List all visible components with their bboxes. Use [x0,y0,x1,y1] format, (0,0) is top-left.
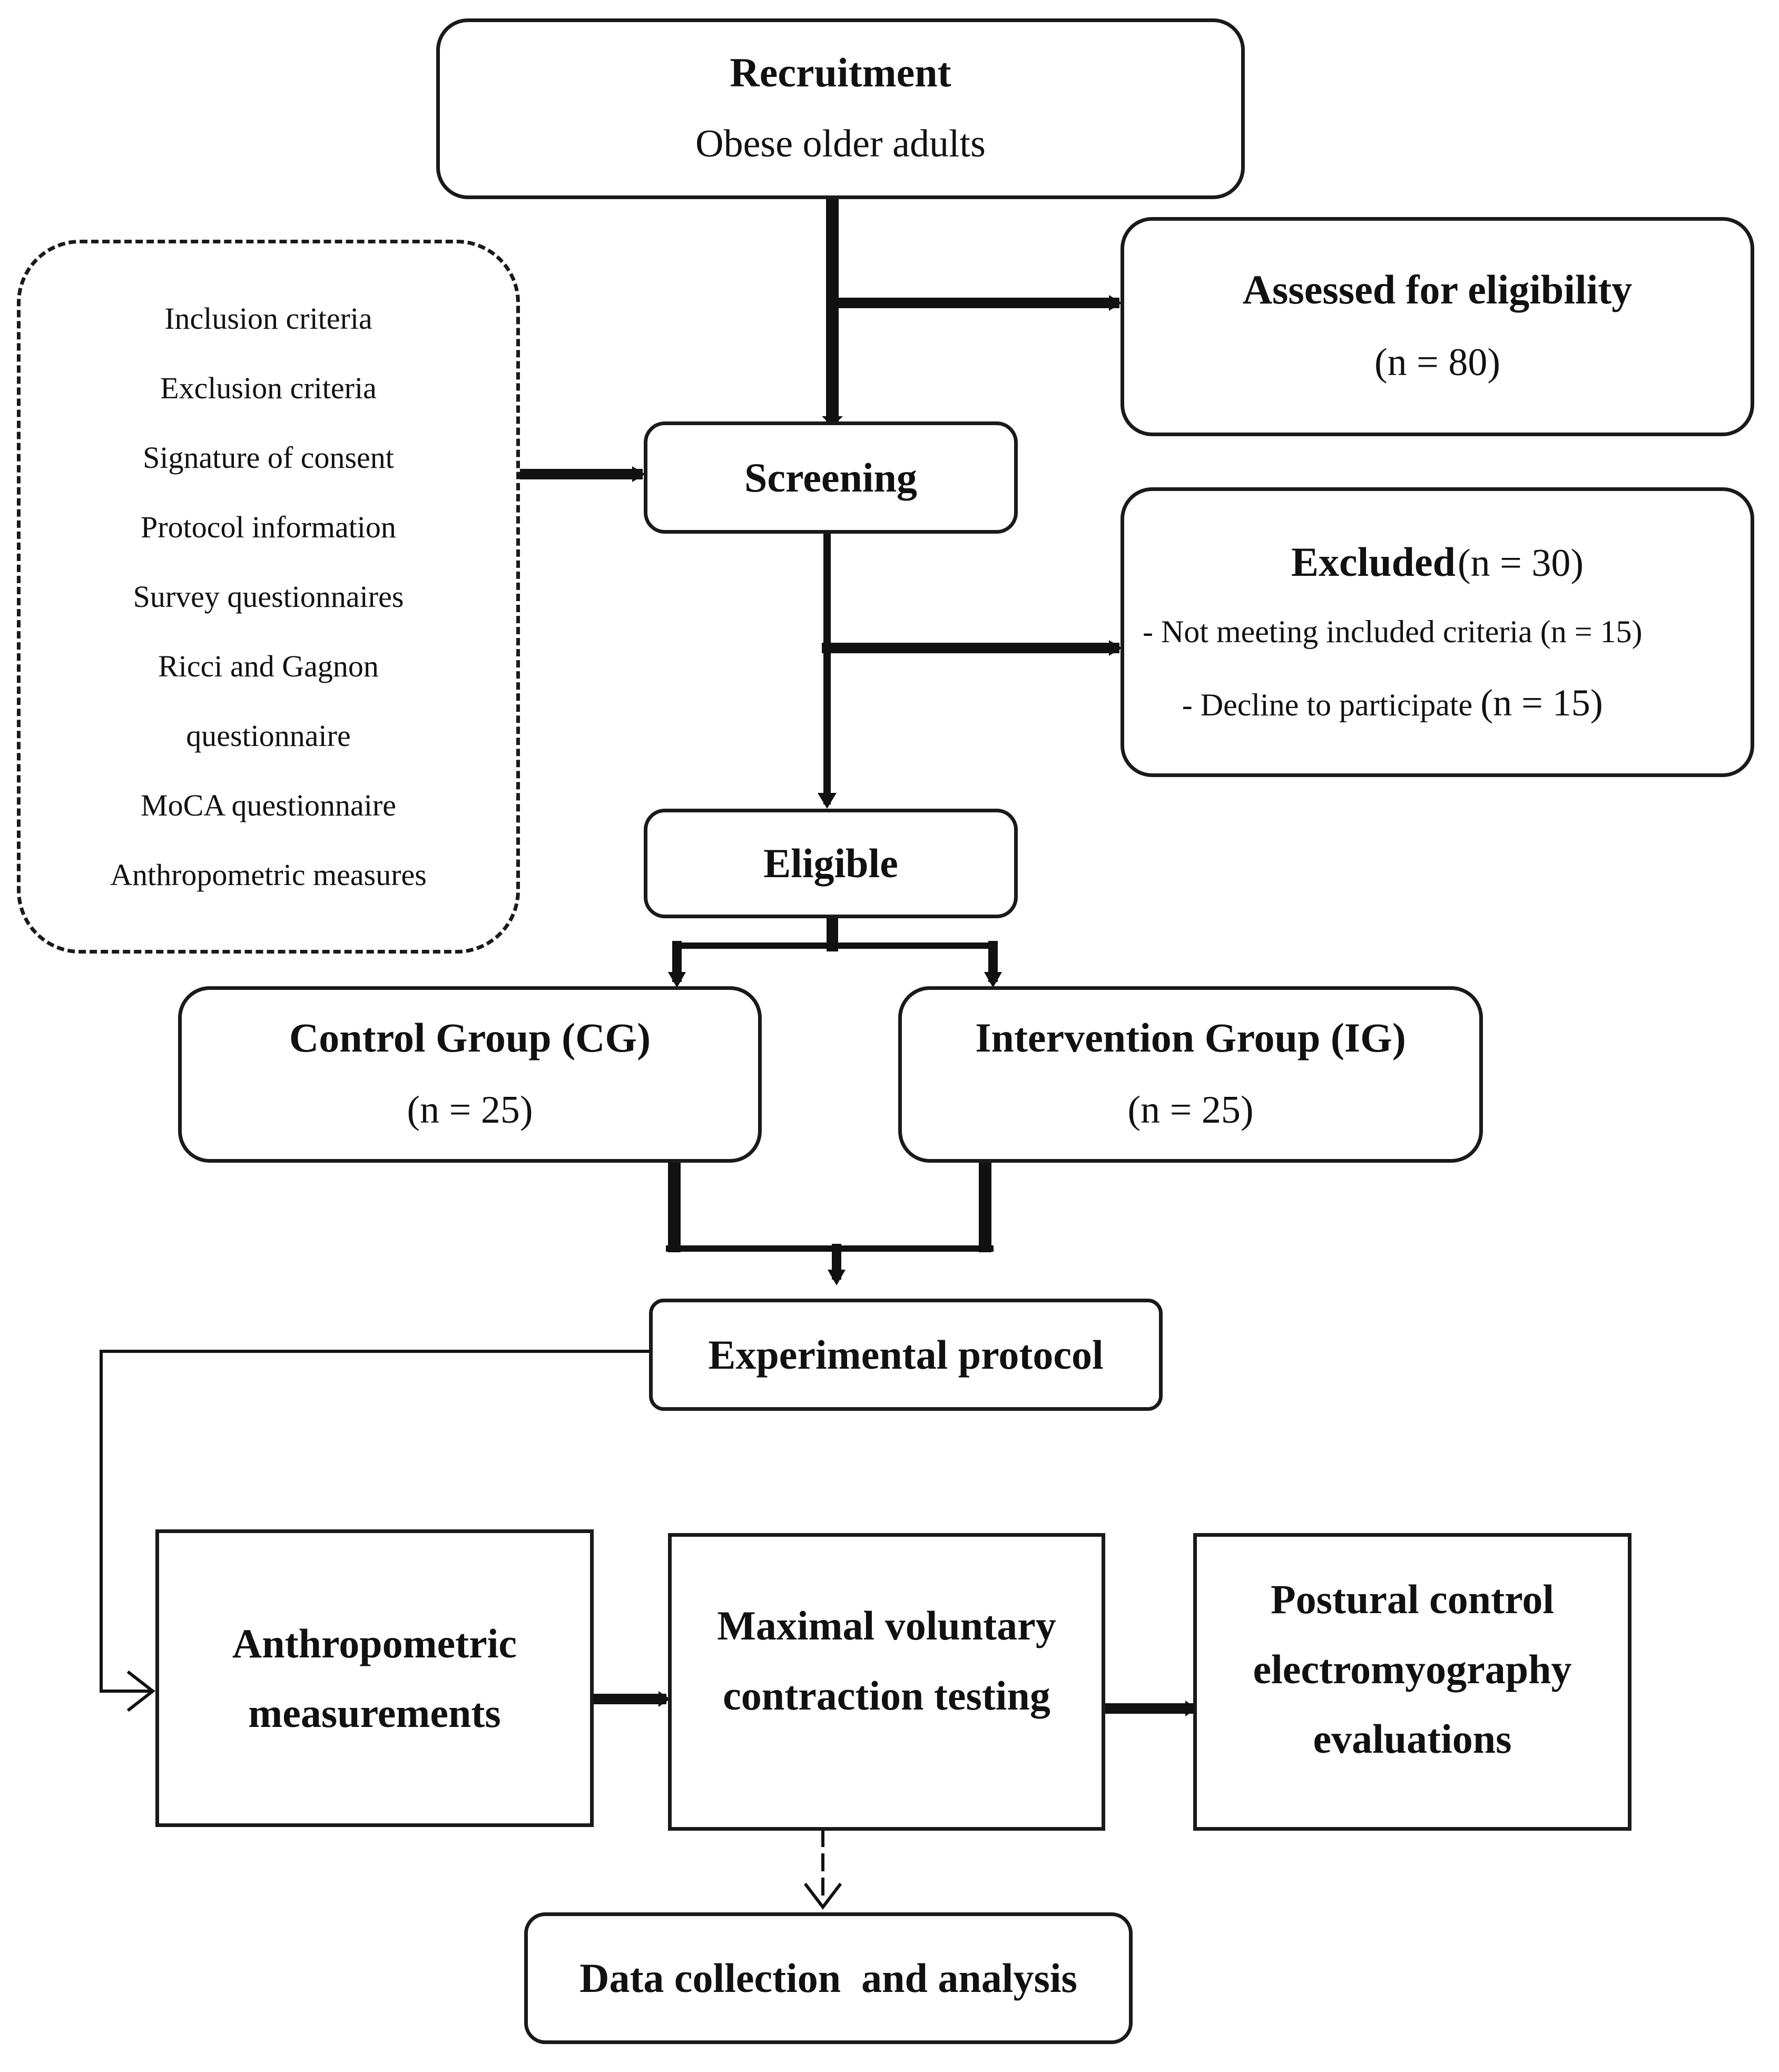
criteria-item: Signature of consent [143,440,394,475]
intervention-group-title: Intervention Group (IG) [975,1014,1406,1060]
experimental-protocol-title: Experimental protocol [708,1331,1104,1378]
recruitment-subtitle: Obese older adults [695,122,986,166]
recruitment-box: Recruitment Obese older adults [436,18,1245,199]
excluded-reason-count: (n = 15) [1480,682,1603,724]
criteria-list: Inclusion criteria Exclusion criteria Si… [110,284,427,910]
criteria-item: Survey questionnaires [133,579,404,614]
excluded-title: Excluded [1291,539,1456,585]
mvc-line2: contraction testing [723,1672,1050,1719]
intervention-group-count: (n = 25) [1127,1088,1254,1132]
data-collection-title: Data collection and analysis [579,1955,1077,2001]
control-group-count: (n = 25) [407,1088,533,1132]
intervention-group-box: Intervention Group (IG) (n = 25) [898,986,1483,1163]
mvc-box: Maximal voluntary contraction testing [668,1533,1105,1831]
criteria-item: questionnaire [186,718,351,753]
postural-line3: evaluations [1313,1716,1512,1762]
excluded-box: Excluded (n = 30) - Not meeting included… [1121,487,1754,777]
postural-box: Postural control electromyography evalua… [1193,1533,1631,1831]
criteria-item: Ricci and Gagnon [158,649,379,683]
control-group-box: Control Group (CG) (n = 25) [178,986,762,1163]
recruitment-title: Recruitment [730,49,951,95]
eligible-title: Eligible [763,840,898,887]
postural-line1: Postural control [1270,1576,1554,1622]
data-collection-box: Data collection and analysis [524,1912,1133,2044]
anthropometric-line1: Anthropometric [232,1620,517,1666]
screening-title: Screening [744,454,917,500]
anthropometric-line2: measurements [248,1690,501,1736]
arrow-protocol-to-anthropometric [100,1350,651,1693]
excluded-reason-count: (n = 15) [1540,614,1643,649]
experimental-protocol-box: Experimental protocol [649,1299,1163,1411]
excluded-heading: Excluded (n = 30) [1291,538,1584,586]
screening-box: Screening [644,421,1018,534]
excluded-reason-text: - Not meeting included criteria [1143,614,1540,649]
postural-line2: electromyography [1253,1646,1572,1692]
criteria-box: Inclusion criteria Exclusion criteria Si… [17,240,520,954]
excluded-reason: - Not meeting included criteria (n = 15) [1143,596,1643,667]
criteria-item: Protocol information [141,509,396,544]
assessed-box: Assessed for eligibility (n = 80) [1121,217,1754,436]
eligible-box: Eligible [644,809,1018,918]
control-group-title: Control Group (CG) [289,1014,651,1060]
criteria-item: Anthropometric measures [110,857,427,892]
assessed-count: (n = 80) [1374,340,1501,384]
criteria-item: Exclusion criteria [160,370,377,405]
excluded-reason: - Decline to participate (n = 15) [1143,667,1643,741]
excluded-reason-text: - Decline to participate [1182,688,1481,722]
anthropometric-box: Anthropometric measurements [155,1529,594,1827]
criteria-item: MoCA questionnaire [141,788,396,822]
assessed-title: Assessed for eligibility [1242,267,1633,313]
mvc-line1: Maximal voluntary [717,1603,1056,1648]
criteria-item: Inclusion criteria [164,301,372,336]
excluded-count: (n = 30) [1458,542,1584,585]
excluded-reasons: - Not meeting included criteria (n = 15)… [1124,596,1643,741]
